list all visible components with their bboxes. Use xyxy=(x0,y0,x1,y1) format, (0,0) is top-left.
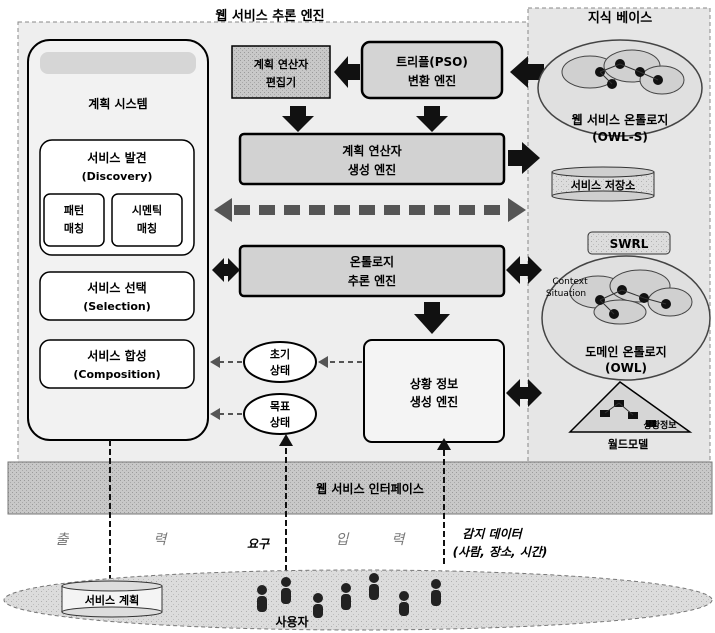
context-label: Context xyxy=(552,277,588,287)
service-plan-label: 서비스 계획 xyxy=(85,593,139,607)
triple-engine-label-2: 변환 엔진 xyxy=(408,73,456,88)
selection-en-label: (Selection) xyxy=(83,300,151,313)
input-label-1: 입 xyxy=(336,532,350,548)
ontology-engine-box xyxy=(240,246,504,296)
selection-label: 서비스 선택 xyxy=(87,280,146,295)
discovery-en-label: (Discovery) xyxy=(82,170,153,183)
service-repository-label: 서비스 저장소 xyxy=(571,178,636,192)
initial-state-label-1: 초기 xyxy=(270,347,290,361)
ws-ontology-label-1: 웹 서비스 온톨로지 xyxy=(572,112,669,127)
planning-system-title: 계획 시스템 xyxy=(88,96,147,111)
world-model-label: 월드모델 xyxy=(608,437,648,451)
semantic-matching-label-1: 시멘틱 xyxy=(132,203,162,217)
operator-editor-label-1: 계획 연산자 xyxy=(254,57,309,71)
kb-title: 지식 베이스 xyxy=(588,10,652,26)
ontology-engine-label-1: 온톨로지 xyxy=(350,254,394,269)
discovery-label: 서비스 발견 xyxy=(87,150,146,165)
situation-label: Situation xyxy=(546,289,586,299)
engine-title: 웹 서비스 추론 엔진 xyxy=(215,8,324,24)
composition-label: 서비스 합성 xyxy=(87,348,146,363)
swrl-label: SWRL xyxy=(610,237,649,251)
initial-state-label-2: 상태 xyxy=(270,363,290,377)
ws-ontology-label-2: (OWL-S) xyxy=(592,130,648,144)
domain-ontology-label-1: 도메인 온톨로지 xyxy=(585,344,666,359)
output-label-2: 력 xyxy=(154,532,168,548)
triple-engine-label-1: 트리플(PSO) xyxy=(396,54,468,69)
context-info-label: 상황정보 xyxy=(643,419,677,431)
goal-state-label-1: 목표 xyxy=(270,400,290,413)
request-label: 요구 xyxy=(247,537,270,551)
operator-editor-label-2: 편집기 xyxy=(266,75,296,89)
composition-en-label: (Composition) xyxy=(73,368,160,381)
pattern-matching-label-1: 패턴 xyxy=(64,203,84,217)
triple-engine-box xyxy=(362,42,502,98)
ontology-engine-label-2: 추론 엔진 xyxy=(348,273,396,288)
goal-state-label-2: 상태 xyxy=(270,415,290,429)
domain-ontology-label-2: (OWL) xyxy=(605,361,647,375)
context-engine-label-1: 상황 정보 xyxy=(410,376,458,391)
sensor-data-label-1: 감지 데이터 xyxy=(462,527,523,541)
input-label-2: 력 xyxy=(392,532,406,548)
context-engine-box xyxy=(364,340,504,442)
semantic-matching-label-2: 매칭 xyxy=(137,221,157,235)
context-engine-label-2: 생성 엔진 xyxy=(410,394,458,409)
output-label-1: 출 xyxy=(56,532,70,548)
sensor-data-label-2: (사람, 장소, 시간) xyxy=(453,545,548,559)
operator-generation-label-2: 생성 엔진 xyxy=(348,162,396,177)
pattern-matching-label-2: 매칭 xyxy=(64,221,84,235)
operator-editor-box xyxy=(232,46,330,98)
operator-generation-label-1: 계획 연산자 xyxy=(342,143,401,158)
semantic-matching-box xyxy=(112,194,182,246)
user-label: 사용자 xyxy=(275,614,308,629)
ws-interface-label: 웹 서비스 인터페이스 xyxy=(316,481,424,496)
pattern-matching-box xyxy=(44,194,104,246)
